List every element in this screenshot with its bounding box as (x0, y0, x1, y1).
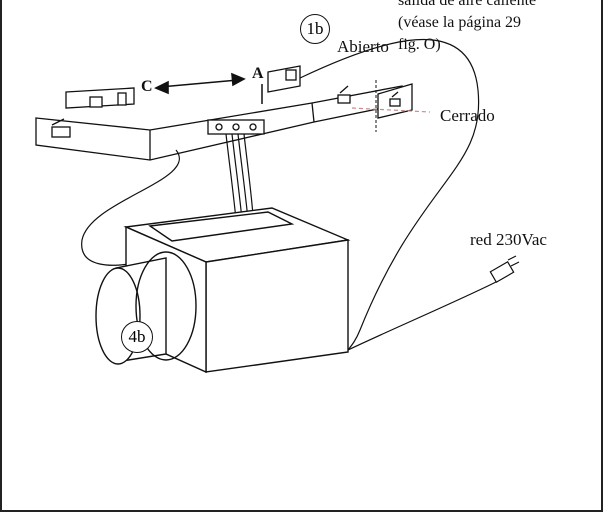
control-panel-assembly (35, 65, 413, 161)
closed-guide (351, 107, 431, 113)
see-page-label: (véase la página 29 (398, 14, 522, 31)
fig-label: fig. O) (398, 36, 441, 53)
letter-c: C (141, 78, 153, 95)
open-label: Abierto (337, 37, 389, 56)
mains-plug (489, 255, 520, 284)
fan-box (123, 207, 351, 374)
travel-arrow (154, 72, 246, 95)
callout-4b: 4b (121, 321, 153, 353)
closed-label: Cerrado (440, 106, 495, 125)
heat-outlet-label: salida de aire caliente (398, 0, 537, 9)
mains-label: red 230Vac (470, 230, 547, 249)
letter-a: A (252, 65, 264, 82)
callout-1b: 1b (300, 14, 330, 44)
